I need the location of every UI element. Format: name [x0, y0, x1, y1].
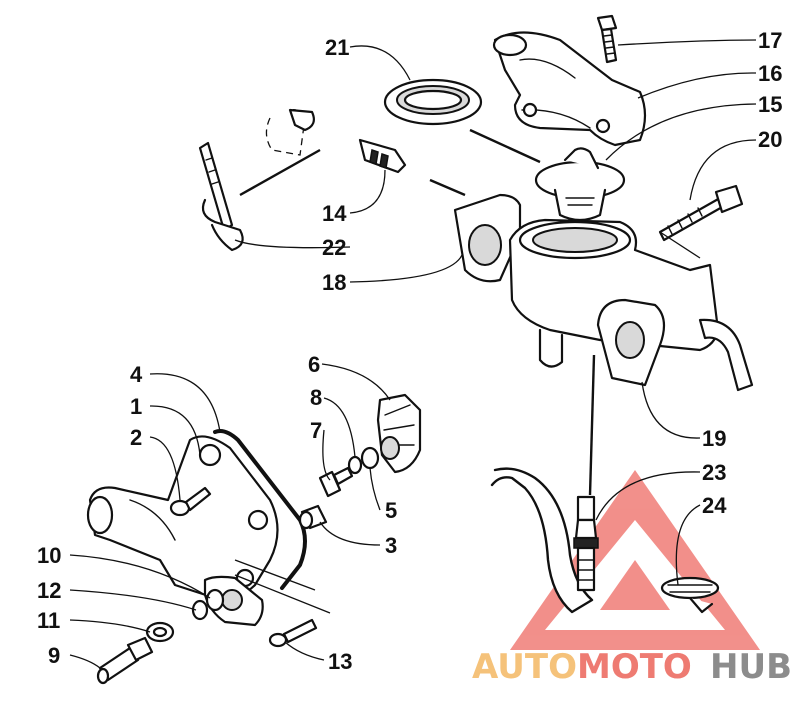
pump-housing-part: [453, 193, 754, 392]
thermostat-part: [534, 147, 626, 222]
callout-1: 1: [130, 394, 142, 419]
leader-lines: [69, 39, 757, 669]
water-pump-cover-part: [86, 435, 279, 627]
screw-part: [169, 486, 212, 517]
callout-13: 13: [328, 649, 352, 674]
callout-10: 10: [37, 543, 61, 568]
callout-2: 2: [130, 425, 142, 450]
callout-23: 23: [702, 460, 726, 485]
bolt-part: [596, 14, 618, 64]
impeller-bolt-part: [318, 466, 354, 498]
callout-16: 16: [758, 61, 782, 86]
callout-21: 21: [325, 35, 349, 60]
washer-8-part: [347, 455, 363, 475]
callout-15: 15: [758, 92, 782, 117]
callout-19: 19: [702, 426, 726, 451]
washers-part: [145, 588, 225, 643]
hose-part: [490, 467, 594, 614]
watermark-moto: MOTO: [577, 647, 692, 687]
callout-22: 22: [322, 235, 346, 260]
watermark-hub: HUB: [710, 647, 792, 687]
callout-5: 5: [385, 498, 397, 523]
watermark-logo: AUTO MOTO HUB: [472, 647, 792, 687]
callout-8: 8: [310, 385, 322, 410]
callout-11: 11: [37, 608, 60, 633]
thermostat-housing-cover-part: [492, 31, 647, 147]
temperature-sensor-part: [573, 495, 599, 592]
callout-4: 4: [130, 362, 143, 387]
callout-6: 6: [308, 352, 320, 377]
callout-14: 14: [322, 201, 347, 226]
bleed-screw-part: [96, 636, 154, 685]
nipple-fitting-part: [358, 138, 407, 174]
callout-9: 9: [48, 643, 60, 668]
callout-3: 3: [385, 533, 397, 558]
washer-5-part: [360, 446, 380, 470]
seal-ring-part: [383, 78, 483, 126]
callout-7: 7: [310, 418, 322, 443]
watermark-auto: AUTO: [472, 647, 577, 687]
callout-12: 12: [37, 578, 61, 603]
callout-17: 17: [758, 28, 782, 53]
long-bolt-part: [658, 184, 744, 242]
hose-clamp-part: [660, 576, 720, 614]
bolt-13-part: [268, 618, 318, 648]
callout-20: 20: [758, 127, 782, 152]
cable-tie-part: [198, 141, 244, 252]
watermark-triangle: [510, 470, 760, 650]
assembly-lines: [234, 128, 701, 614]
callout-18: 18: [322, 270, 346, 295]
callout-24: 24: [702, 493, 727, 518]
impeller-part: [376, 393, 422, 474]
hose-elbow-part: [288, 108, 315, 132]
